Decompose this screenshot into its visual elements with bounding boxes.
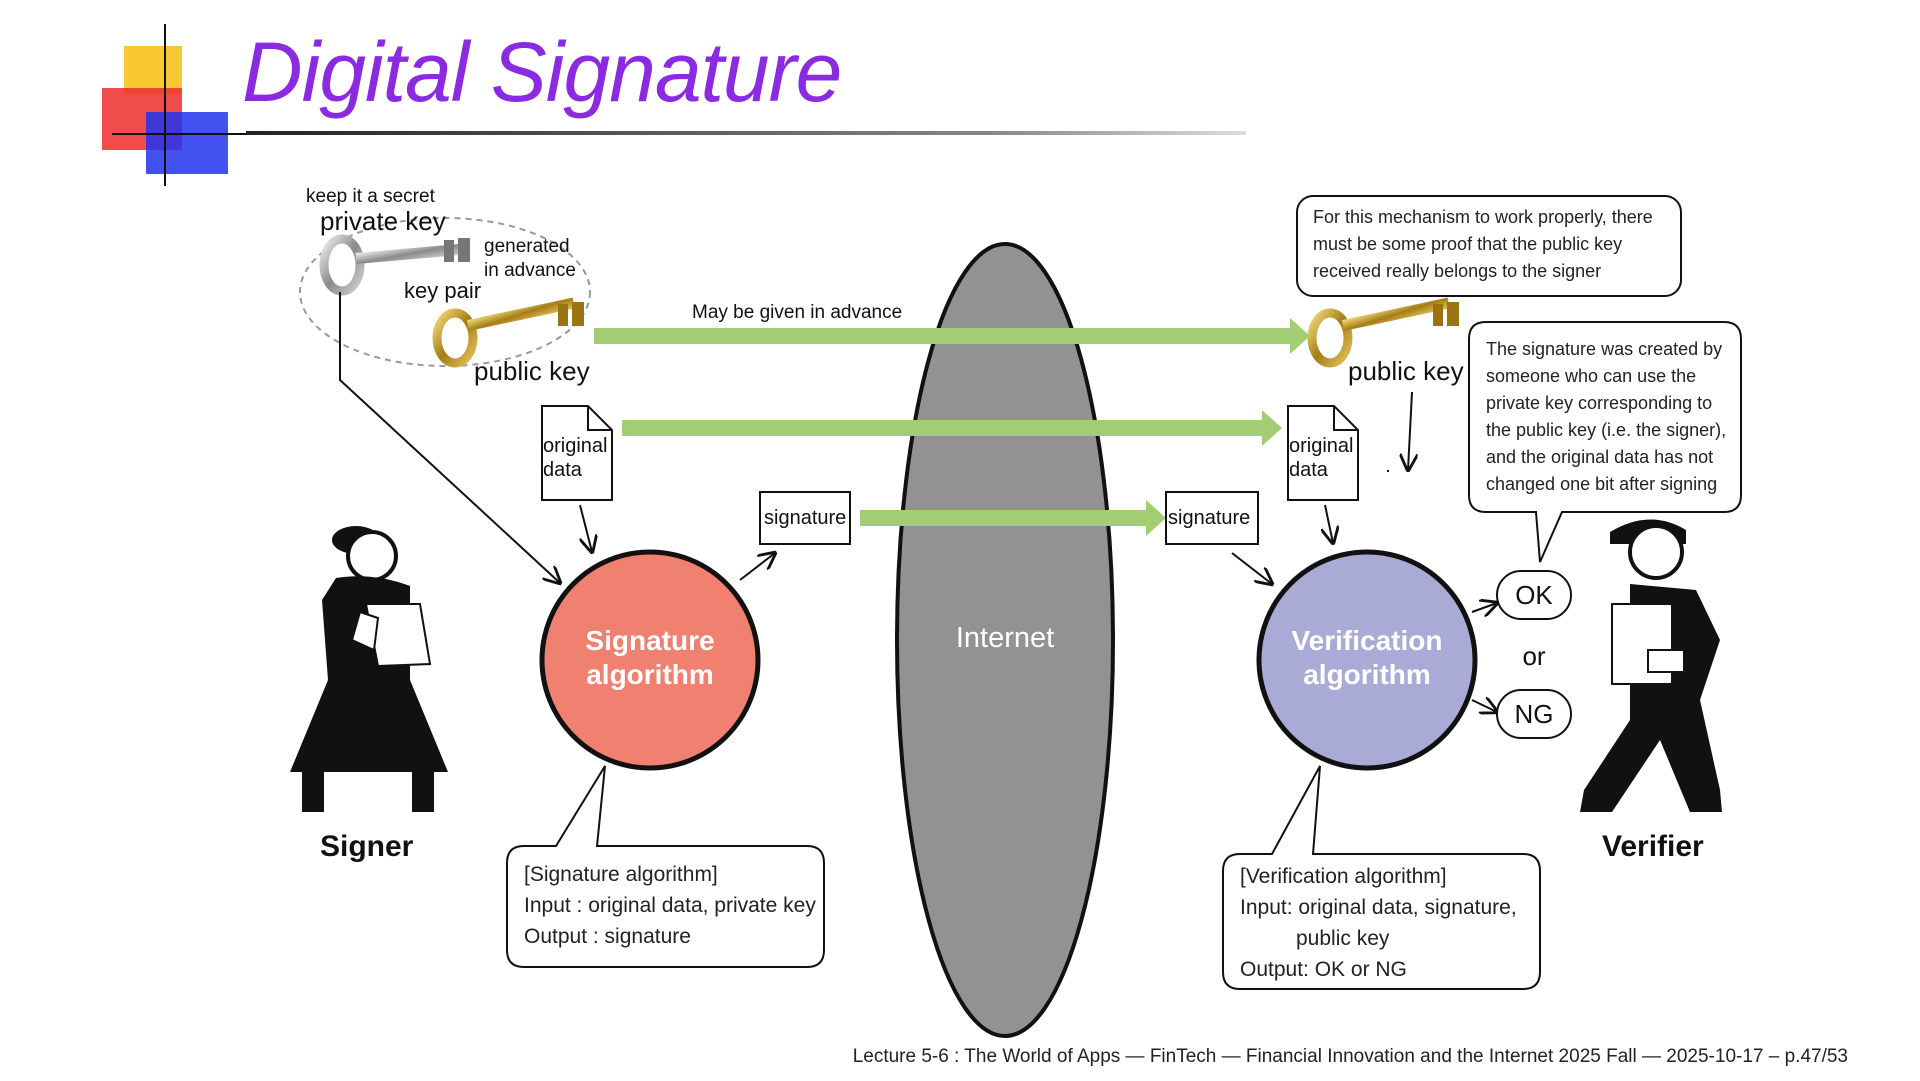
box-line: [Verification algorithm] (1240, 865, 1447, 888)
flow-arrows (339, 292, 1497, 712)
public-key-transfer-arrow (594, 318, 1310, 354)
signature-label-signer: signature (764, 507, 847, 529)
title-rule (246, 131, 1246, 135)
ng-label: NG (1514, 699, 1554, 729)
proof-note-line: must be some proof that the public key (1313, 234, 1623, 254)
box-line: Output : signature (524, 925, 691, 948)
result-note-line: The signature was created by (1486, 339, 1723, 359)
given-in-advance-label: May be given in advance (692, 302, 903, 323)
original-data-line2: data (543, 459, 582, 481)
ng-pill (1496, 689, 1572, 739)
ok-pill (1496, 570, 1572, 620)
original-data-doc-signer (541, 405, 613, 501)
page-title: Digital Signature (242, 25, 842, 119)
proof-note-line: For this mechanism to work properly, the… (1313, 207, 1653, 227)
proof-note-line: received really belongs to the signer (1313, 261, 1602, 281)
signature-algorithm-box-text: [Signature algorithm] Input : original d… (524, 859, 816, 952)
original-data-line1: original (1289, 435, 1354, 457)
result-note-line: changed one bit after signing (1486, 474, 1718, 494)
public-key-icon (432, 297, 584, 368)
result-note-line: private key corresponding to (1486, 393, 1713, 413)
public-key-verifier-label: public key (1348, 356, 1464, 386)
original-data-label-signer: original data (543, 434, 607, 482)
box-line: public key (1296, 927, 1390, 950)
public-key-label: public key (474, 356, 590, 386)
verification-algorithm-line1: Verification (1291, 625, 1443, 656)
signature-algorithm-line2: algorithm (586, 659, 714, 690)
original-data-doc-verifier (1287, 405, 1359, 501)
signature-algorithm-line1: Signature (585, 625, 715, 656)
proof-note-bubble (1296, 195, 1682, 297)
result-note-line: someone who can use the (1486, 366, 1697, 386)
box-line: Input : original data, private key (524, 894, 816, 917)
signer-label: Signer (320, 830, 414, 863)
verification-algorithm-label: Verification algorithm (1262, 624, 1472, 692)
original-data-line2: data (1289, 459, 1328, 481)
verification-algorithm-line2: algorithm (1303, 659, 1431, 690)
proof-note-text: For this mechanism to work properly, the… (1313, 204, 1653, 285)
in-advance-label: in advance (484, 260, 576, 281)
key-pair-ellipse (299, 217, 591, 367)
signature-box-verifier (1165, 491, 1259, 545)
original-data-label-verifier: original data (1289, 434, 1353, 482)
generated-label: generated (484, 236, 570, 257)
signature-transfer-arrow (860, 500, 1166, 536)
footer: Lecture 5-6 : The World of Apps — FinTec… (852, 1046, 1848, 1067)
key-pair-label: key pair (404, 278, 482, 303)
or-label: or (1522, 641, 1546, 671)
verifier-figure (1580, 519, 1722, 812)
box-line: Input: original data, signature, (1240, 896, 1517, 919)
internet-label: Internet (955, 622, 1055, 654)
verification-algorithm-circle (1256, 549, 1478, 771)
verification-algorithm-box-text: [Verification algorithm] Input: original… (1240, 861, 1517, 985)
result-note-line: the public key (i.e. the signer), (1486, 420, 1727, 440)
signature-algorithm-box (506, 765, 825, 968)
signer-figure (290, 526, 448, 812)
original-data-transfer-arrow (622, 410, 1282, 446)
signature-algorithm-circle (539, 549, 761, 771)
verification-algorithm-box (1222, 765, 1541, 990)
original-data-line1: original (543, 435, 608, 457)
private-key-label: private key (320, 206, 446, 236)
signature-label-verifier: signature (1168, 507, 1251, 529)
public-key-verifier-icon (1307, 297, 1459, 368)
title-decoration (102, 24, 248, 186)
result-note-line: and the original data has not (1486, 447, 1714, 467)
box-line: Output: OK or NG (1240, 958, 1407, 981)
box-line: [Signature algorithm] (524, 863, 718, 886)
private-key-icon (319, 234, 470, 296)
signature-box-signer (759, 491, 851, 545)
signature-algorithm-label: Signature algorithm (550, 624, 750, 692)
secret-note: keep it a secret (306, 186, 435, 207)
internet-ellipse (895, 242, 1115, 1038)
result-note-bubble (1468, 321, 1742, 563)
verifier-label: Verifier (1602, 830, 1704, 863)
result-note-text: The signature was created by someone who… (1486, 336, 1726, 498)
ok-label: OK (1515, 580, 1553, 610)
green-arrows (594, 318, 1310, 536)
